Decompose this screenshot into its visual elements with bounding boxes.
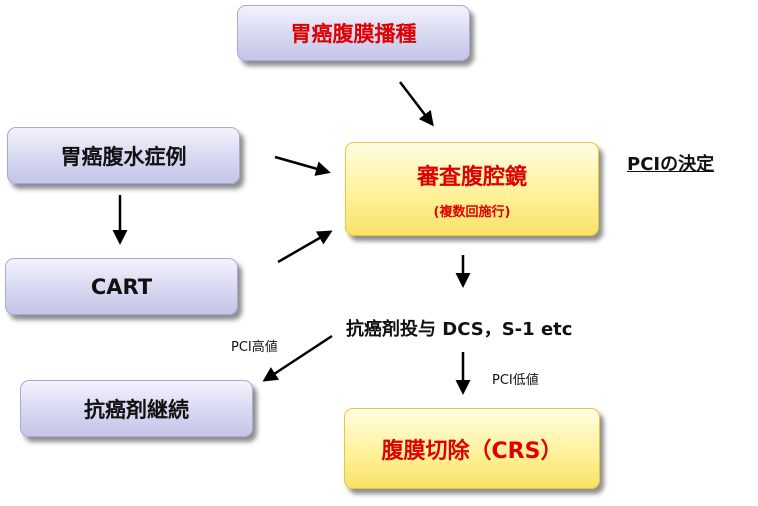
node-staging-laparoscopy: 審査腹腔鏡 (複数回施行) (345, 142, 599, 236)
pci-low-label: PCI低値 (492, 373, 539, 388)
node-ascites-cases-label: 胃癌腹水症例 (60, 144, 187, 169)
node-staging-laparoscopy-label: 審査腹腔鏡 (416, 164, 527, 190)
arrow-chemo-to-continue (262, 334, 333, 382)
chemotherapy-label: 抗癌剤投与 DCS，S-1 etc (346, 319, 573, 340)
node-staging-laparoscopy-sublabel: (複数回施行) (433, 204, 511, 220)
arrow-ascites-to-laparoscopy (274, 155, 331, 176)
node-cart: CART (5, 258, 238, 315)
pci-decision-label: PCIの決定 (627, 154, 715, 175)
arrow-dissemination-to-laparoscopy (399, 81, 434, 127)
node-peritoneal-dissemination-label: 胃癌腹膜播種 (290, 22, 417, 46)
arrow-cart-to-laparoscopy (277, 230, 333, 264)
node-peritoneal-dissemination: 胃癌腹膜播種 (237, 5, 470, 61)
node-surgery-label: 腹膜切除（CRS） (381, 438, 563, 464)
node-continue-chemo-label: 抗癌剤継続 (84, 397, 189, 422)
pci-high-label: PCI高値 (231, 340, 278, 355)
node-cart-label: CART (90, 274, 153, 299)
node-surgery: 腹膜切除（CRS） (344, 408, 600, 489)
node-continue-chemo: 抗癌剤継続 (20, 380, 253, 437)
node-ascites-cases: 胃癌腹水症例 (7, 127, 240, 184)
